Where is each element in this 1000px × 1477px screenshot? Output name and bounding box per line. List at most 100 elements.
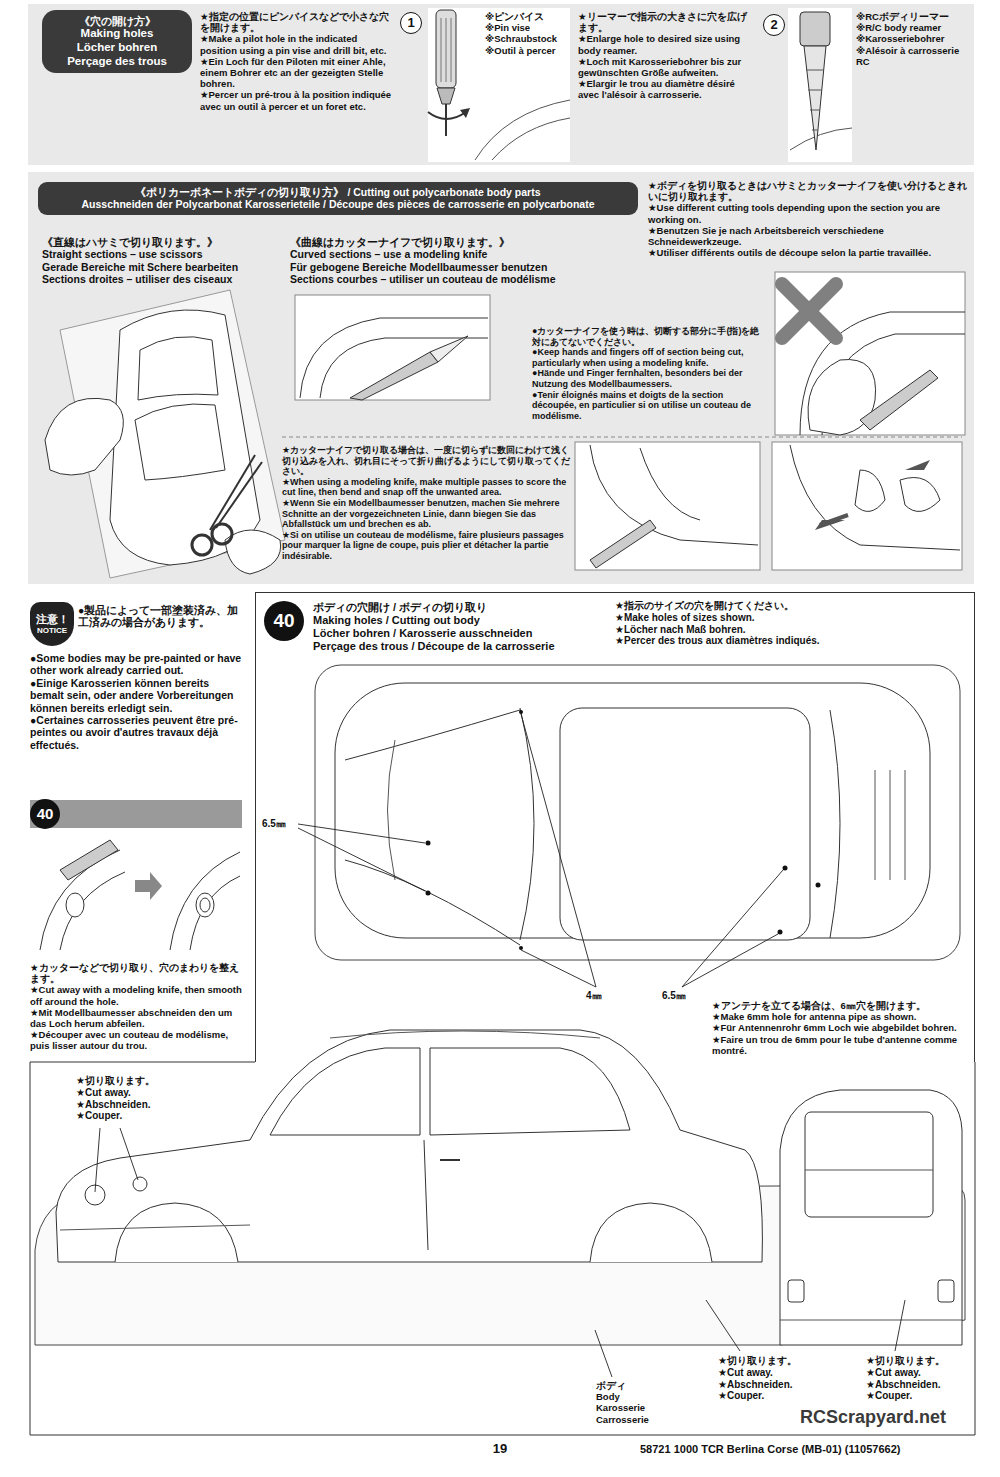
text-column: 《曲線はカッターナイフで切り取ります。》Curved sections – us… <box>290 236 635 286</box>
body-side-view-line <box>424 1140 428 1250</box>
body-top-view-path <box>345 860 520 945</box>
hole-trim-figure-path <box>60 872 125 950</box>
instruction-text: ★Mit Modellbaumesser abschneiden den um … <box>30 1007 245 1029</box>
leader-line <box>895 1300 905 1351</box>
notice-badge: 注意！NOTICE <box>30 602 74 646</box>
text-column: ●Some bodies may be pre-painted or have … <box>30 652 242 751</box>
instruction-text: ●Some bodies may be pre-painted or have … <box>30 652 242 677</box>
knife-figure <box>295 295 490 400</box>
snap-off-figure-path <box>900 478 940 512</box>
text-column: 6.5㎜ <box>662 990 706 1002</box>
pin-vise-figure-line <box>441 18 442 82</box>
instruction-text: ※Outil à percer <box>485 45 577 56</box>
leader-line <box>95 1128 100 1192</box>
body-text: Making holes / Cutting out body <box>313 614 613 627</box>
warning-figure-path <box>860 370 938 430</box>
body-top-view-circle <box>783 866 788 871</box>
instruction-text: ●Einige Karosserien können bereits bemal… <box>30 677 242 714</box>
instruction-text: ★Make 6mm hole for antenna pipe as shown… <box>712 1011 970 1022</box>
leader-line <box>298 828 425 891</box>
leader-line <box>521 950 596 987</box>
instruction-text: Straight sections – use scissors <box>42 248 286 260</box>
heading-text: 《穴の開け方》 <box>50 15 184 27</box>
instruction-text: ★Für Antennenrohr 6mm Loch wie abgebilde… <box>712 1022 970 1033</box>
instruction-text: ★Elargir le trou au diamètre désiré avec… <box>578 78 756 100</box>
body-top-view <box>315 665 960 960</box>
scissors-figure-circle <box>212 524 232 544</box>
step-number: 2 <box>763 14 785 36</box>
instruction-text: ●Hände und Finger fernhalten, besonders … <box>532 368 766 389</box>
body-rear-view-rect <box>805 1112 933 1217</box>
instruction-text: ※RCボディリーマー <box>856 11 974 22</box>
instruction-text: ボディ <box>596 1380 686 1391</box>
text-column: ボディBodyKarosserieCarrosserie <box>596 1380 686 1425</box>
body-top-view-line <box>875 770 876 880</box>
dimension-label: 6.5㎜ <box>262 818 306 830</box>
text-column: ★カッターナイフで切り取る場合は、一度に切らずに数回にわけて浅く切り込みを入れ、… <box>282 445 570 562</box>
text-column: ★指示のサイズの穴を開けてください。★Make holes of sizes s… <box>615 600 935 647</box>
body-top-view-rect <box>315 665 960 960</box>
pin-vise-figure-path <box>437 88 455 104</box>
scissors-figure-path <box>110 310 260 565</box>
instruction-text: ★Découper avec un couteau de modélisme, … <box>30 1029 245 1051</box>
leader-line <box>595 1330 612 1377</box>
leader-line <box>521 714 596 987</box>
pin-vise-figure-rect <box>436 10 456 88</box>
leader-line <box>682 870 783 987</box>
body-text: Perçage des trous <box>50 55 184 69</box>
snap-off-figure-line <box>820 515 848 525</box>
scissors-figure-path <box>225 530 281 574</box>
hole-trim-figure-ellipse <box>66 893 84 917</box>
instruction-text: ★Cut away. <box>76 1087 176 1099</box>
leader-line <box>706 1300 740 1351</box>
hole-trim-figure-path <box>190 876 240 950</box>
reamer-figure-rect <box>800 12 830 46</box>
instruction-text: ★Percer un pré-trou à la position indiqu… <box>200 89 395 111</box>
panels-rect <box>28 4 974 165</box>
scissors-figure-line <box>210 455 255 530</box>
snap-off-figure-path <box>905 460 930 470</box>
body-top-view-line <box>890 770 891 880</box>
reamer-figure-line <box>810 110 820 111</box>
instruction-text: ★リーマーで指示の大きさに穴を広げます。 <box>578 11 756 33</box>
instruction-text: ★Utiliser différents outils de découpe s… <box>648 247 970 258</box>
body-top-view-circle <box>778 930 783 935</box>
snap-off-figure-path <box>590 445 758 545</box>
hole-trim-figure <box>40 840 240 950</box>
instruction-text: ★アンテナを立てる場合は、6㎜穴を開けます。 <box>712 1000 970 1011</box>
text-column: RCScrapyard.net <box>800 1407 970 1428</box>
body-top-view-rect <box>560 708 810 940</box>
snap-off-figure-path <box>790 445 960 550</box>
instruction-text: Sections droites – utiliser des ciseaux <box>42 273 286 285</box>
reamer-figure <box>788 8 852 162</box>
body-side-view-path <box>60 1225 250 1230</box>
heading-text: 40 <box>37 805 54 823</box>
pin-vise-figure-path <box>460 108 470 118</box>
knife-figure-path <box>300 318 488 398</box>
instruction-text: ★When using a modeling knife, make multi… <box>282 477 570 498</box>
text-column: ※RCボディリーマー※R/C body reamer※Karosserieboh… <box>856 11 974 67</box>
hole-trim-figure-ellipse <box>200 898 210 912</box>
heading-text: 40 <box>273 610 294 632</box>
instruction-text: ★Make a pilot hole in the indicated posi… <box>200 33 395 55</box>
body-top-view-circle <box>426 891 431 896</box>
instruction-text: ★切り取ります。 <box>866 1355 966 1367</box>
instruction-text: ★カッターなどで切り取り、穴のまわりを整えます。 <box>30 962 245 984</box>
hole-trim-figure-path <box>60 840 118 880</box>
section-heading: 《ポリカーボネートボディの切り取り方》 / Cutting out polyca… <box>38 182 638 215</box>
scissors-figure-path <box>135 404 225 480</box>
pin-vise-figure-path <box>475 100 570 160</box>
instruction-text: ●製品によって一部塗装済み、加工済みの場合があります。 <box>78 604 243 629</box>
instruction-text: 《直線はハサミで切り取ります。》 <box>42 236 286 248</box>
hole-trim-figure-path <box>135 872 162 900</box>
instruction-text: ★指示のサイズの穴を開けてください。 <box>615 600 935 612</box>
heading-text: 注意！ <box>36 613 69 626</box>
step-bar <box>30 800 242 828</box>
hole-trim-figure-path <box>170 852 240 950</box>
knife-figure-path <box>350 352 438 400</box>
snap-off-figure-rect <box>575 442 760 570</box>
instruction-text: ★Cut away. <box>718 1367 800 1379</box>
body-side-view <box>35 1030 965 1345</box>
scissors-figure <box>45 290 285 578</box>
